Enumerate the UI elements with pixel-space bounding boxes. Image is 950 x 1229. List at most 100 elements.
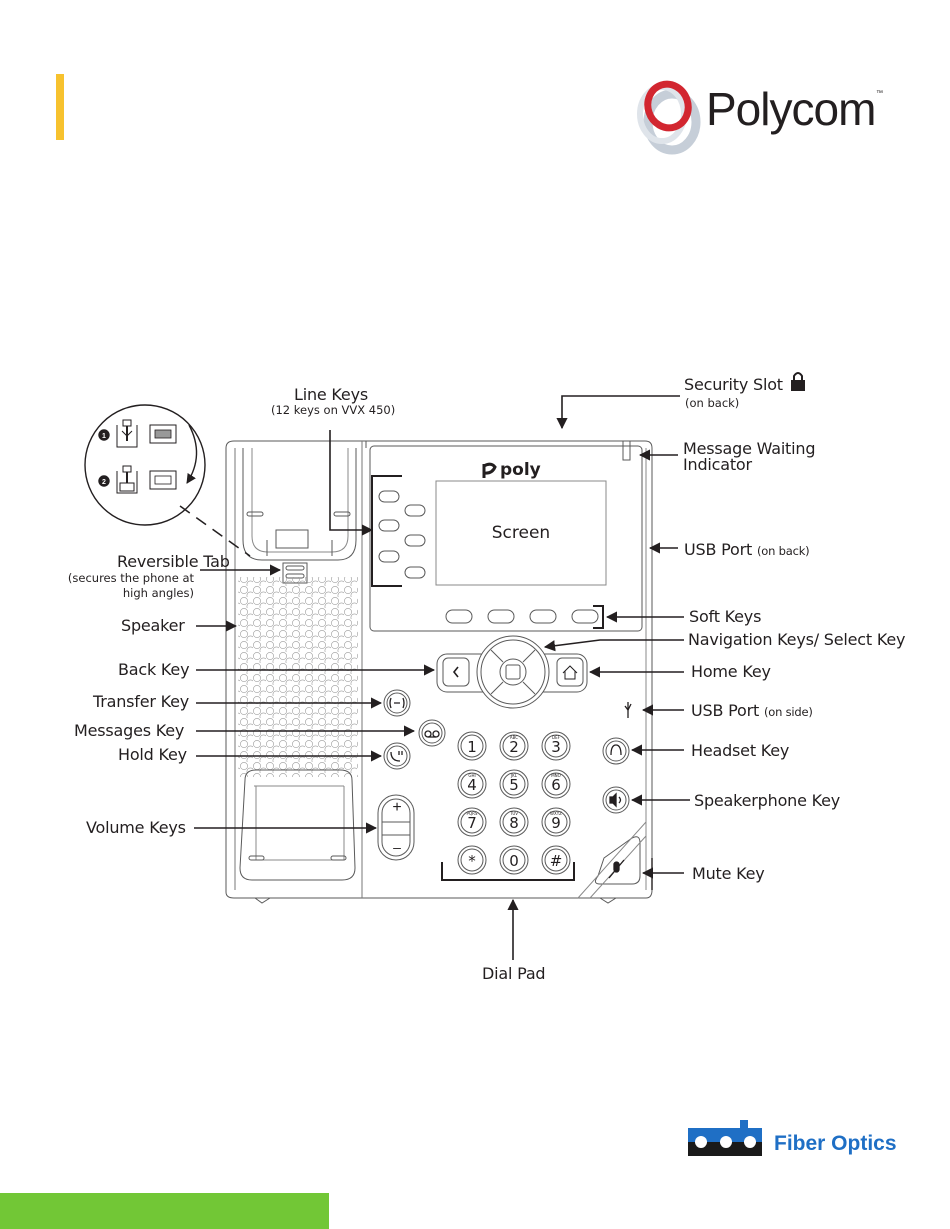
dialpad-key-0 (499, 845, 529, 875)
dialpad-key-7 (457, 807, 487, 837)
fiber-optics-text: Fiber Optics (774, 1132, 897, 1155)
dialpad-digit: 2 (509, 738, 519, 756)
dialpad-key-1 (457, 731, 487, 761)
voicemail-icon (424, 730, 440, 738)
inset-leader (179, 505, 251, 557)
usb-icon (624, 702, 632, 718)
mute-mic-icon (608, 859, 625, 879)
dialpad-key-5 (502, 772, 526, 796)
speakerphone-key-label: Speakerphone Key (694, 791, 841, 810)
dialpad-digit: * (468, 852, 476, 870)
lock-body-icon (791, 380, 805, 391)
select-key (505, 664, 521, 680)
usb-side-label: USB Port (on side) (691, 701, 813, 720)
trademark: ™ (876, 90, 883, 97)
volume-plus-label: + (392, 799, 401, 816)
dialpad-key-3 (544, 734, 568, 758)
dialpad-key-8 (499, 807, 529, 837)
speaker-label: Speaker (121, 616, 185, 635)
line-keys-note: (12 keys on VVX 450) (271, 403, 396, 417)
dialpad-digit: 9 (551, 814, 561, 832)
dialpad-key-3 (541, 731, 571, 761)
speakerphone-key (602, 786, 630, 814)
security-slot-label: Security Slot (684, 375, 783, 394)
hold-icon (390, 751, 403, 762)
messages-key (418, 719, 446, 747)
tab-inset (84, 404, 206, 526)
hold-key-label: Hold Key (118, 745, 187, 764)
headset-key (602, 737, 630, 765)
dial-pad-label: Dial Pad (482, 964, 546, 983)
accent-bar (56, 74, 64, 140)
message-waiting-label-2: Indicator (683, 455, 752, 474)
message-waiting-indicator (622, 440, 631, 461)
headset-key-label: Headset Key (691, 741, 790, 760)
mute-key-label: Mute Key (692, 864, 765, 883)
home-key (556, 657, 584, 687)
poly-wordmark: poly (500, 460, 541, 480)
line-keys (378, 490, 426, 579)
back-key (442, 657, 470, 687)
back-key-label: Back Key (118, 660, 190, 679)
dialpad-key-* (457, 845, 487, 875)
mute-key (594, 836, 641, 885)
dialpad-key-# (541, 845, 571, 875)
dialpad-letters: JKL (510, 773, 518, 778)
volume-keys (377, 794, 415, 861)
dialpad-key-* (460, 848, 484, 872)
screen (435, 480, 607, 586)
reversible-tab-label: Reversible Tab (117, 552, 230, 571)
arrow-navigation (543, 639, 684, 652)
dialpad-key-5 (499, 769, 529, 799)
dialpad-letters: GHI (468, 773, 475, 778)
polycom-rings-icon (637, 80, 701, 155)
dialpad-letters: TUV (509, 811, 518, 816)
polycom-logo (637, 80, 701, 155)
dialpad-letters: ABC (510, 735, 518, 740)
screen-label: Screen (492, 523, 550, 543)
lock-icon (793, 372, 803, 380)
navigation-keys-label: Navigation Keys/ Select Key (688, 630, 906, 649)
display-panel (369, 445, 643, 632)
epb-mark-icon (688, 1120, 762, 1156)
hold-key (383, 742, 411, 770)
dialpad-digit: 7 (467, 814, 477, 832)
dialpad (457, 731, 571, 875)
transfer-key-label: Transfer Key (93, 692, 190, 711)
speaker-icon (609, 792, 622, 808)
speaker-grille (238, 577, 358, 777)
dialpad-key-2 (499, 731, 529, 761)
transfer-icon (389, 697, 405, 709)
volume-minus-label: – (393, 839, 401, 855)
volume-keys-label: Volume Keys (86, 818, 186, 837)
dialpad-letters: WXYZ (550, 811, 562, 816)
dialpad-key-7 (460, 810, 484, 834)
dialpad-key-8 (502, 810, 526, 834)
dialpad-digit: # (550, 852, 563, 870)
handset-hook (239, 769, 356, 881)
reversible-tab-note-2: high angles) (122, 586, 194, 600)
step-2-badge: 2 (102, 479, 106, 486)
dialpad-key-6 (544, 772, 568, 796)
dialpad-digit: 0 (509, 852, 519, 870)
step-1-badge: 1 (102, 433, 106, 440)
navigation-cluster (436, 635, 588, 709)
arrow-line-keys (329, 430, 374, 536)
soft-keys-label: Soft Keys (689, 607, 762, 626)
security-slot-note: (on back) (685, 396, 740, 410)
footer-green-bar (0, 1193, 329, 1229)
soft-keys-bracket (593, 605, 604, 629)
dialpad-digit: 6 (551, 776, 561, 794)
dialpad-letters: PQRS (467, 811, 478, 816)
messages-key-label: Messages Key (74, 721, 185, 740)
dialpad-key-# (544, 848, 568, 872)
headset-icon (610, 744, 622, 756)
arrow-security (556, 395, 680, 430)
dialpad-digit: 5 (509, 776, 519, 794)
dialpad-digit: 8 (509, 814, 519, 832)
transfer-key (383, 689, 411, 717)
epb-fiber-optics-logo: Fiber Optics (688, 1120, 897, 1156)
line-keys-label: Line Keys (294, 385, 368, 404)
polycom-wordmark: Polycom (706, 83, 876, 135)
